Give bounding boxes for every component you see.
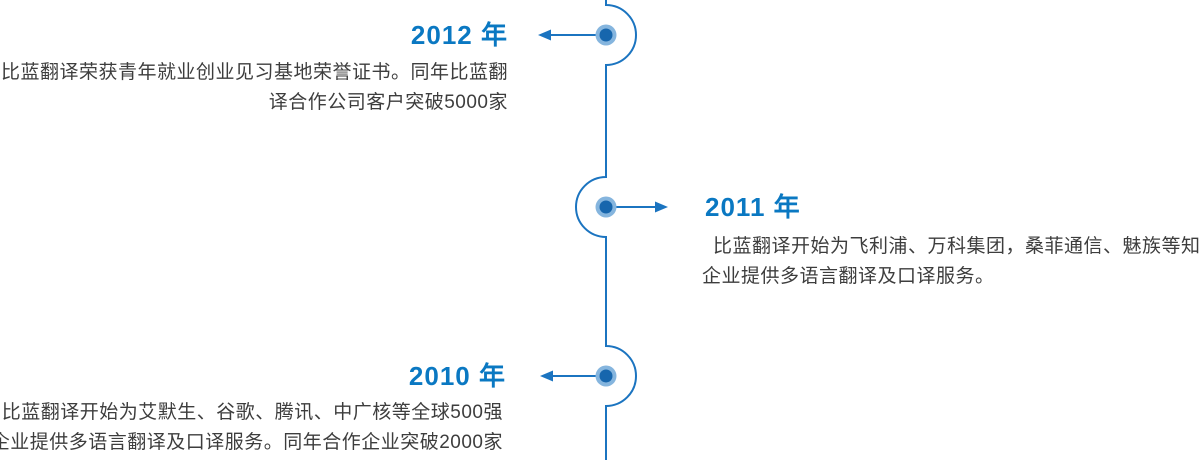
description-line: 企业提供多语言翻译及口译服务。同年合作企业突破2000家: [0, 432, 503, 453]
arrow-right-icon: [612, 201, 668, 213]
timeline-axis: [575, 0, 637, 460]
event-description-2010: 比蓝翻译开始为艾默生、谷歌、腾讯、中广核等全球500强 企业提供多语言翻译及口译…: [0, 398, 503, 458]
timeline-node-dot-2012: [595, 24, 617, 46]
timeline-node-dot-2010: [595, 365, 617, 387]
arrow-left-icon: [540, 370, 600, 382]
year-label-2011: 2011 年: [705, 192, 801, 222]
description-line: 企业提供多语言翻译及口译服务。: [702, 266, 995, 287]
event-description-2012: 比蓝翻译荣获青年就业创业见习基地荣誉证书。同年比蓝翻 译合作公司客户突破5000…: [1, 58, 508, 118]
description-line: 比蓝翻译开始为艾默生、谷歌、腾讯、中广核等全球500强: [1, 402, 503, 423]
description-line: 译合作公司客户突破5000家: [268, 92, 508, 113]
arrow-left-icon: [538, 29, 600, 41]
timeline-node-dot-2011: [595, 196, 617, 218]
year-label-2010: 2010 年: [408, 361, 506, 391]
year-label-2012: 2012 年: [410, 20, 508, 50]
event-description-2011: 比蓝翻译开始为飞利浦、万科集团，桑菲通信、魅族等知名 企业提供多语言翻译及口译服…: [702, 232, 1200, 292]
description-line: 比蓝翻译开始为飞利浦、万科集团，桑菲通信、魅族等知名: [713, 236, 1200, 257]
description-line: 比蓝翻译荣获青年就业创业见习基地荣誉证书。同年比蓝翻: [0, 62, 508, 83]
